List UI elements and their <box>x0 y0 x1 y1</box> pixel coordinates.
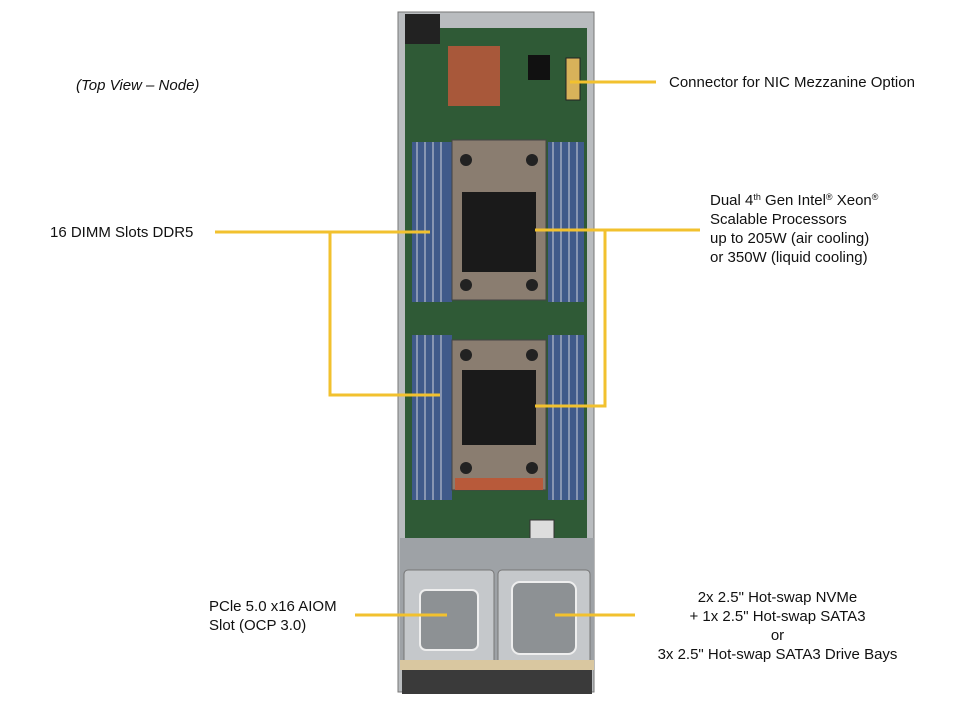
connector <box>529 519 555 541</box>
callout-dimm-slots: 16 DIMM Slots DDR5 <box>50 224 194 241</box>
cpu-1 <box>451 139 547 301</box>
chip <box>528 55 550 80</box>
dimm-slots <box>412 142 584 500</box>
callout-drive-bays: 2x 2.5" Hot-swap NVMe + 1x 2.5" Hot-swap… <box>657 589 898 663</box>
cpu-2 <box>451 339 547 491</box>
node-handle <box>402 670 592 694</box>
bmc-heatsink <box>448 46 500 106</box>
drive-bay-cage <box>497 569 591 666</box>
bay-trim <box>400 660 594 670</box>
leader-lines <box>215 80 700 617</box>
view-caption: (Top View – Node) <box>76 77 200 94</box>
callout-processors: Dual 4th Gen Intel® Xeon® Scalable Proce… <box>710 192 879 266</box>
nic-mezzanine-connector <box>565 57 581 101</box>
aiom-slot-cage <box>403 569 495 666</box>
io-connector <box>405 14 440 44</box>
callout-aiom-slot: PCle 5.0 x16 AIOM Slot (OCP 3.0) <box>209 598 337 634</box>
callout-nic-mezzanine: Connector for NIC Mezzanine Option <box>669 74 915 91</box>
